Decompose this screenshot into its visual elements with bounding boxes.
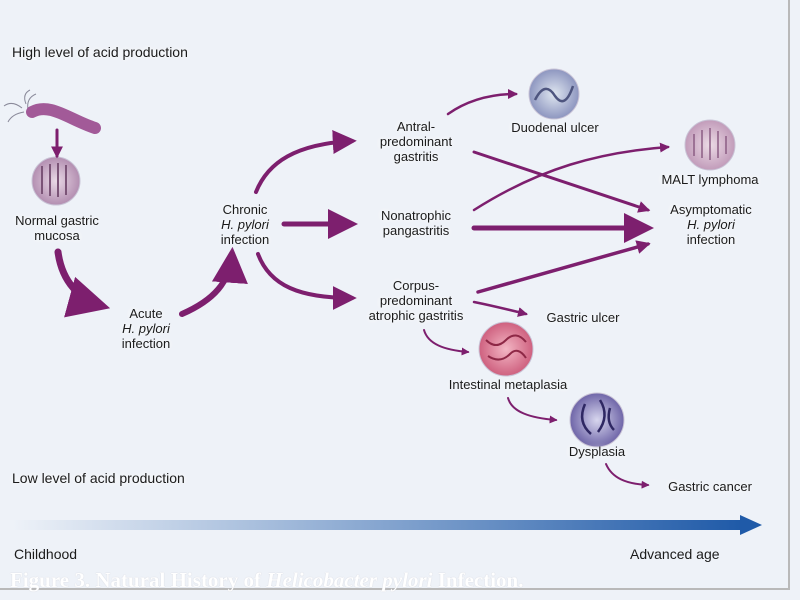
intestinal-metaplasia-micrograph-icon [478, 321, 534, 377]
arrow-metaplasia-to-dysplasia [507, 397, 558, 424]
arrow-dysplasia-to-cancer [605, 463, 650, 489]
figure-caption: Figure 3. Natural History of Helicobacte… [10, 568, 524, 592]
arrow-antral-to-asymptomatic [472, 150, 651, 213]
arrow-antral-to-duodenal-ulcer [446, 89, 518, 116]
timeline-start-label: Childhood [14, 546, 78, 562]
nonatrophic-pangastritis-label: Nonatrophic pangastritis [380, 208, 452, 238]
chronic-infection-label: Chronic H. pylori infection [220, 202, 270, 247]
normal-gastric-mucosa-label: Normal gastric mucosa [15, 213, 99, 243]
high-acid-label: High level of acid production [12, 44, 188, 60]
normal-mucosa-micrograph-icon [31, 156, 81, 206]
arrow-corpus-to-asymptomatic [476, 240, 651, 294]
frame-border [0, 0, 790, 590]
arrow-chronic-to-corpus [256, 252, 357, 310]
corpus-atrophic-gastritis-label: Corpus- predominant atrophic gastritis [368, 278, 464, 323]
malt-lymphoma-micrograph-icon [684, 119, 736, 171]
intestinal-metaplasia-label: Intestinal metaplasia [448, 377, 568, 392]
arrow-acute-to-chronic [179, 246, 248, 317]
duodenal-ulcer-micrograph-icon [528, 68, 580, 120]
arrow-mucosa-to-acute [54, 248, 111, 318]
dysplasia-label: Dysplasia [568, 444, 626, 459]
arrow-corpus-to-metaplasia [423, 329, 470, 356]
duodenal-ulcer-label: Duodenal ulcer [511, 120, 599, 135]
asymptomatic-infection-label: Asymptomatic H. pylori infection [670, 202, 752, 247]
low-acid-label: Low level of acid production [12, 470, 185, 486]
malt-lymphoma-label: MALT lymphoma [661, 172, 759, 187]
gastric-cancer-label: Gastric cancer [668, 479, 752, 494]
arrow-chronic-to-antral [254, 130, 357, 194]
dysplasia-micrograph-icon [569, 392, 625, 448]
gastric-ulcer-label: Gastric ulcer [546, 310, 620, 325]
timeline-arrow [12, 515, 762, 535]
bacterium-icon [3, 89, 101, 134]
acute-infection-label: Acute H. pylori infection [121, 306, 171, 351]
timeline-end-label: Advanced age [630, 546, 720, 562]
arrow-corpus-to-gastric-ulcer [472, 300, 528, 317]
antral-gastritis-label: Antral- predominant gastritis [379, 119, 453, 164]
arrow-nonatrophic-to-malt [472, 142, 670, 212]
